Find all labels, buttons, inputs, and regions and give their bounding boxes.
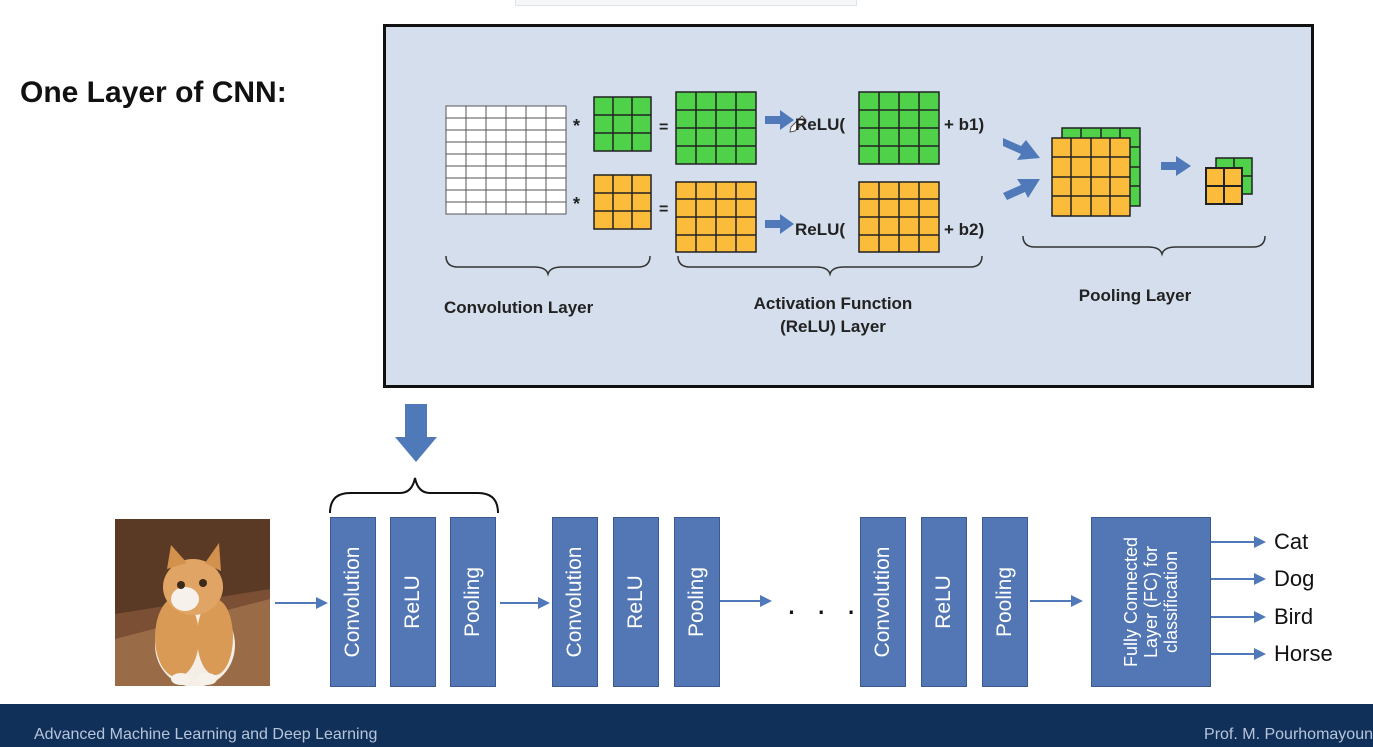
arrow-head [760,595,772,607]
arrow-to-relu-1 [765,110,794,130]
pipeline-block-relu-1: ReLU [390,517,436,687]
pipeline-block-convolution-2: Convolution [552,517,598,687]
top-banner-remnant [515,0,857,6]
brace-activation [677,255,983,277]
pipeline-block-relu-2: ReLU [613,517,659,687]
class-label-cat: Cat [1274,529,1309,554]
green-filter [593,96,652,152]
arrow-head [538,597,550,609]
bias-label-1: + b1) [944,115,985,134]
orange-filter [593,174,652,230]
pooling-layer-label: Pooling Layer [1078,286,1192,305]
footer-course: Advanced Machine Learning and Deep Learn… [34,726,378,743]
pipeline-block-relu-3: ReLU [921,517,967,687]
pipeline-block-pooling-2: Pooling [674,517,720,687]
block-label: Convolution [871,546,894,658]
arrow-to-pooled [1161,156,1191,176]
pooled-orange-map [1205,167,1243,205]
block-label: Pooling [993,566,1016,638]
brace-convolution [445,255,651,277]
block-label: Pooling [685,566,708,638]
arrow-head [1254,536,1266,548]
down-arrow [395,404,437,462]
activation-label-line2: (ReLU) Layer [780,317,886,336]
class-label-dog: Dog [1274,566,1315,591]
pencil-icon [789,115,807,133]
bias-label-2: + b2) [944,220,985,239]
block-label: ReLU [401,575,424,629]
pipeline-block-convolution-3: Convolution [860,517,906,687]
block-label: ReLU [624,575,647,629]
arrow-head [1254,611,1266,623]
class-label-horse: Horse [1274,641,1333,666]
multiply-operator-1: * [573,116,581,136]
pipeline-block-convolution-1: Convolution [330,517,376,687]
activation-label-line1: Activation Function [753,294,913,313]
relu-label-2: ReLU( [795,220,846,239]
arrow-head [1254,648,1266,660]
class-label-bird: Bird [1274,604,1314,629]
ellipsis: . . . [787,585,862,621]
orange-feature-map [675,181,757,253]
cat-image [115,519,270,686]
block-label: Pooling [461,566,484,638]
stacked-orange-map [1051,137,1131,217]
pipeline-block-pooling-3: Pooling [982,517,1028,687]
equals-operator-2: = [659,201,669,218]
relu-green-map [858,91,940,165]
block-label: Convolution [341,546,364,658]
block-label: Convolution [563,546,586,658]
multiply-operator-2: * [573,194,581,214]
pipeline-brace [329,477,499,514]
relu-label-1: ReLU( [795,115,846,134]
arrow-to-relu-2 [765,214,794,234]
convolution-layer-label: Convolution Layer [444,298,594,317]
fc-label: Fully Connected Layer (FC) for classific… [1121,536,1181,668]
relu-orange-map [858,181,940,253]
green-feature-map [675,91,757,165]
arrow-head [316,597,328,609]
arrow-head [1254,573,1266,585]
equals-operator-1: = [659,119,669,136]
footer-bar: Advanced Machine Learning and Deep Learn… [0,704,1373,747]
slide-title: One Layer of CNN: [20,76,287,109]
input-grid-2 [445,165,567,215]
footer-author: Prof. M. Pourhomayoun [1204,726,1373,743]
fully-connected-block: Fully Connected Layer (FC) for classific… [1091,517,1211,687]
activation-layer-label: Activation Function (ReLU) Layer [713,294,953,337]
cnn-layer-panel: * * = = ReLU( ReLU( + b1) + b2) Convolut… [383,24,1314,388]
pipeline-block-pooling-1: Pooling [450,517,496,687]
arrow-head [1071,595,1083,607]
cat-illustration [115,519,270,686]
pool-arrow-lower [1003,179,1040,200]
layer-panel-graphics [445,91,1266,277]
pool-arrow-upper [1003,138,1040,160]
block-label: ReLU [932,575,955,629]
brace-pooling [1022,235,1266,257]
